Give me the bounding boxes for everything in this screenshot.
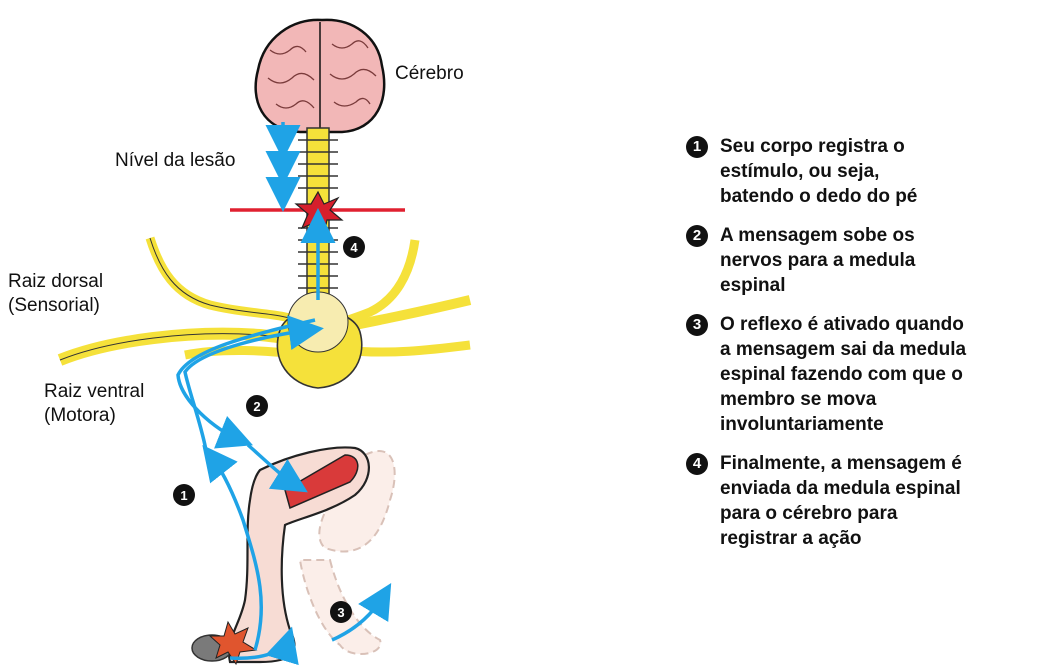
step-3-text: O reflexo é ativado quando a mensagem sa… <box>720 312 966 437</box>
ventral-root-label-line1: Raiz ventral <box>44 381 144 403</box>
step-2: 2 A mensagem sobe os nervos para a medul… <box>686 223 1042 298</box>
dorsal-root-label-line1: Raiz dorsal <box>8 271 103 293</box>
marker-4-label: 4 <box>350 240 358 255</box>
step-1-number: 1 <box>686 136 708 158</box>
marker-1: 1 <box>173 484 195 506</box>
brain-label: Cérebro <box>395 63 464 85</box>
step-2-text: A mensagem sobe os nervos para a medula … <box>720 223 915 298</box>
step-3: 3 O reflexo é ativado quando a mensagem … <box>686 312 1042 437</box>
steps-list: 1 Seu corpo registra o estímulo, ou seja… <box>686 134 1042 565</box>
spinal-cross-section <box>60 238 470 388</box>
step-2-number: 2 <box>686 225 708 247</box>
step-4: 4 Finalmente, a mensagem é enviada da me… <box>686 451 1042 551</box>
step-1: 1 Seu corpo registra o estímulo, ou seja… <box>686 134 1042 209</box>
marker-2: 2 <box>246 395 268 417</box>
marker-2-label: 2 <box>253 399 260 414</box>
marker-4: 4 <box>343 236 365 258</box>
dorsal-root-label-line2: (Sensorial) <box>8 295 100 317</box>
marker-3-label: 3 <box>337 605 344 620</box>
step-4-number: 4 <box>686 453 708 475</box>
step-1-text: Seu corpo registra o estímulo, ou seja, … <box>720 134 917 209</box>
ventral-root-label-line2: (Motora) <box>44 405 116 427</box>
marker-3: 3 <box>330 601 352 623</box>
marker-1-label: 1 <box>180 488 187 503</box>
step-3-number: 3 <box>686 314 708 336</box>
lesion-level-label: Nível da lesão <box>115 150 235 172</box>
reflex-arc-diagram: 1 2 3 4 <box>0 0 660 666</box>
leg-illustration <box>192 447 395 664</box>
brain-illustration <box>256 20 385 132</box>
step-4-text: Finalmente, a mensagem é enviada da medu… <box>720 451 962 551</box>
